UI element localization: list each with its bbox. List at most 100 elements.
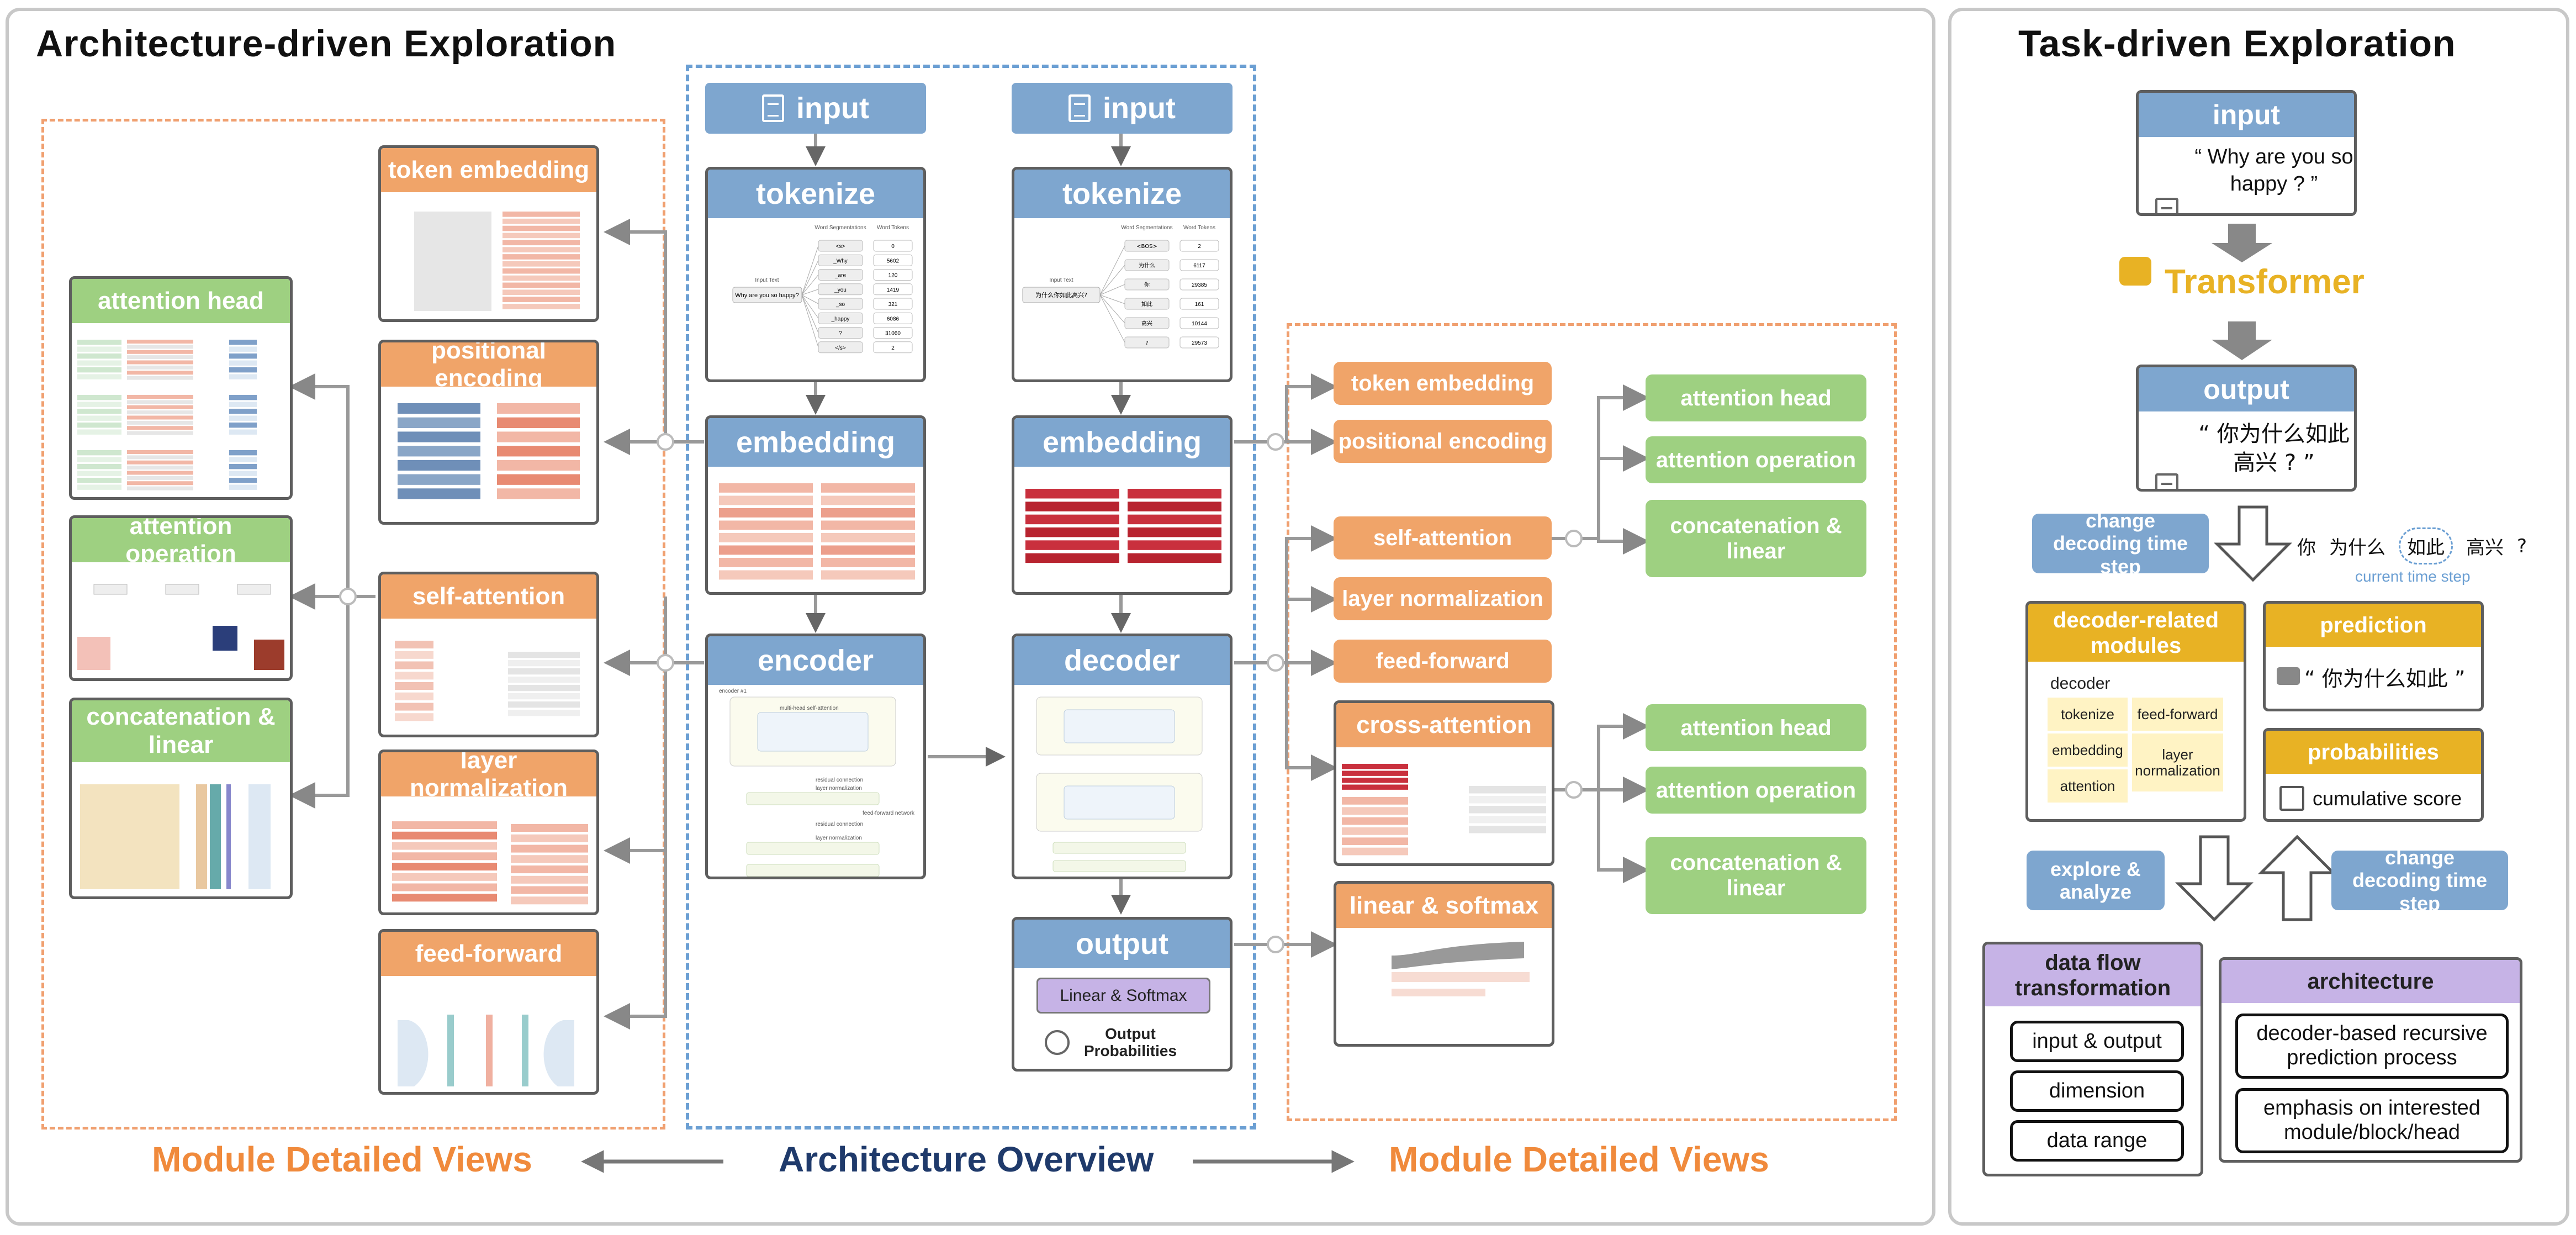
explore-analyze-button[interactable]: explore & analyze [2027,851,2165,910]
self-attention-stripe [395,703,433,711]
left-positional-encoding-card[interactable]: positional encoding [378,340,599,525]
decoder-card[interactable]: decoder [1012,634,1233,879]
attention-head-stripe [229,457,257,462]
left-feed-forward-card[interactable]: feed-forward [378,929,599,1095]
cross-attention-thumb [1342,764,1546,856]
attention-head-stripe [77,484,121,490]
probabilities-card[interactable]: probabilities cumulative score [2263,728,2484,822]
attention-head-stripe [127,405,193,409]
prediction-card[interactable]: prediction “ 你为什么如此 ” [2263,601,2484,711]
encoder-tokenize-card[interactable]: tokenize Why are you so happy? Input Tex… [705,167,926,382]
architecture-card[interactable]: architecture decoder-based recursive pre… [2219,957,2522,1163]
left-concatenation-linear-card[interactable]: concatenation & linear [69,698,293,899]
attention-head-stripe [229,415,257,421]
encoder-embedding-card[interactable]: embedding [705,415,926,595]
encoder-card[interactable]: encoder encoder #1 multi-head self-attent… [705,634,926,879]
token-text: 5602 [887,258,900,264]
right-cross-attention-card[interactable]: cross-attention [1334,700,1554,866]
chip-layer-normalization[interactable]: layer normalization [2132,733,2223,791]
left-attention-head-card[interactable]: attention head [69,276,293,500]
left-attention-operation-card[interactable]: attention operation [69,515,293,681]
token-text: 2 [891,345,895,351]
right-self-attention-button[interactable]: self-attention [1334,516,1552,560]
decoder-embedding-card[interactable]: embedding [1012,415,1233,595]
document-icon [762,94,785,122]
attention-head-stripe [77,409,121,414]
chip-embedding[interactable]: embedding [2048,733,2128,767]
architecture-item-recursive[interactable]: decoder-based recursive prediction proce… [2235,1014,2509,1079]
self-attention-stripe [508,668,580,675]
token-embedding-stripe [502,297,580,302]
data-flow-card[interactable]: data flow transformation input & output … [1982,942,2203,1176]
layer-norm-stripe [511,875,588,884]
attention-head-stripe [229,353,257,359]
architecture-item-emphasis[interactable]: emphasis on interested module/block/head [2235,1088,2509,1153]
right-attention-head-button-1[interactable]: attention head [1646,374,1866,421]
data-flow-item-input-output[interactable]: input & output [2010,1021,2184,1062]
cross-attention-stripe [1342,784,1408,790]
task-output-card[interactable]: output “ 你为什么如此高兴 ? ” [2136,365,2357,492]
embedding-stripe [821,495,915,505]
attention-head-stripe [127,426,193,430]
encoder-line-text: encoder #1 [719,688,747,694]
change-decoding-button-2[interactable]: change decoding time step [2331,846,2508,915]
layer-norm-stripe [392,821,497,830]
architecture-overview-label: Architecture Overview [779,1139,1154,1179]
left-token-embedding-card[interactable]: token embedding [378,145,599,322]
architecture-panel [6,8,1935,1226]
decoder-tokenize-card[interactable]: tokenize 为什么你如此高兴? Input Text Word Segme… [1012,167,1233,382]
self-attention-stripe [395,672,433,680]
probabilities-header: probabilities [2266,731,2481,774]
architecture-overview-region [686,65,1256,1130]
token-embedding-thumb [414,212,580,311]
chip-tokenize[interactable]: tokenize [2048,698,2128,731]
decoder-input-card[interactable]: input [1012,83,1233,134]
right-attention-head-button-2[interactable]: attention head [1646,704,1866,751]
cross-attention-stripe [1342,764,1408,769]
right-layer-normalization-button[interactable]: layer normalization [1334,577,1552,620]
sequence-token-current[interactable]: 如此 [2399,527,2453,564]
task-input-card[interactable]: input “ Why are you so happy ? ” [2136,90,2357,216]
positional-stripe [497,446,580,457]
right-linear-softmax-card[interactable]: linear & softmax [1334,881,1554,1047]
task-output-header: output [2139,367,2354,411]
attention-head-stripe [127,360,193,365]
right-attention-operation-button-1[interactable]: attention operation [1646,436,1866,483]
segment-box [1124,336,1170,349]
right-feed-forward-button[interactable]: feed-forward [1334,640,1552,683]
attention-head-stripe [127,410,193,415]
data-flow-item-data-range[interactable]: data range [2010,1120,2184,1162]
cross-attention-stripe [1342,770,1408,776]
right-concatenation-linear-button-1[interactable]: concatenation & linear [1646,500,1866,577]
token-embedding-stripe [502,282,580,288]
output-probabilities-label: Output Probabilities [1083,1025,1177,1059]
decoder-related-modules-card[interactable]: decoder-related modules decoder tokenize… [2025,601,2246,822]
attention-head-stripe [127,395,193,399]
attention-head-stripe [127,376,193,380]
right-token-embedding-button[interactable]: token embedding [1334,362,1552,405]
cross-attention-stripe [1342,817,1408,825]
linear-softmax-box[interactable]: Linear & Softmax [1036,978,1210,1014]
encoder-input-card[interactable]: input [705,83,926,134]
data-flow-item-dimension[interactable]: dimension [2010,1070,2184,1112]
encoder-header: encoder [708,636,923,685]
encoder-line-text: multi-head self-attention [780,705,839,711]
dec-tokenize-header: tokenize [1014,170,1230,218]
left-self-attention-card[interactable]: self-attention [378,572,599,737]
cross-attention-stripe [1469,796,1546,804]
chip-attention[interactable]: attention [2048,769,2128,803]
embedding-stripe [1025,514,1119,525]
dec-input-text: 为什么你如此高兴? [1035,291,1087,299]
attention-head-stripe [127,455,193,460]
output-card[interactable]: output Linear & Softmax Output Probabili… [1012,917,1233,1072]
current-time-step-label: current time step [2355,568,2471,585]
right-positional-encoding-button[interactable]: positional encoding [1334,420,1552,463]
segment-text: ? [839,331,842,337]
attention-head-stripe [127,466,193,470]
segment-text: 高兴 [1141,320,1152,327]
left-layer-normalization-card[interactable]: layer normalization [378,750,599,915]
change-decoding-button-1[interactable]: change decoding time step [2032,509,2209,578]
right-attention-operation-button-2[interactable]: attention operation [1646,767,1866,814]
chip-feed-forward[interactable]: feed-forward [2132,698,2223,731]
right-concatenation-linear-button-2[interactable]: concatenation & linear [1646,837,1866,914]
